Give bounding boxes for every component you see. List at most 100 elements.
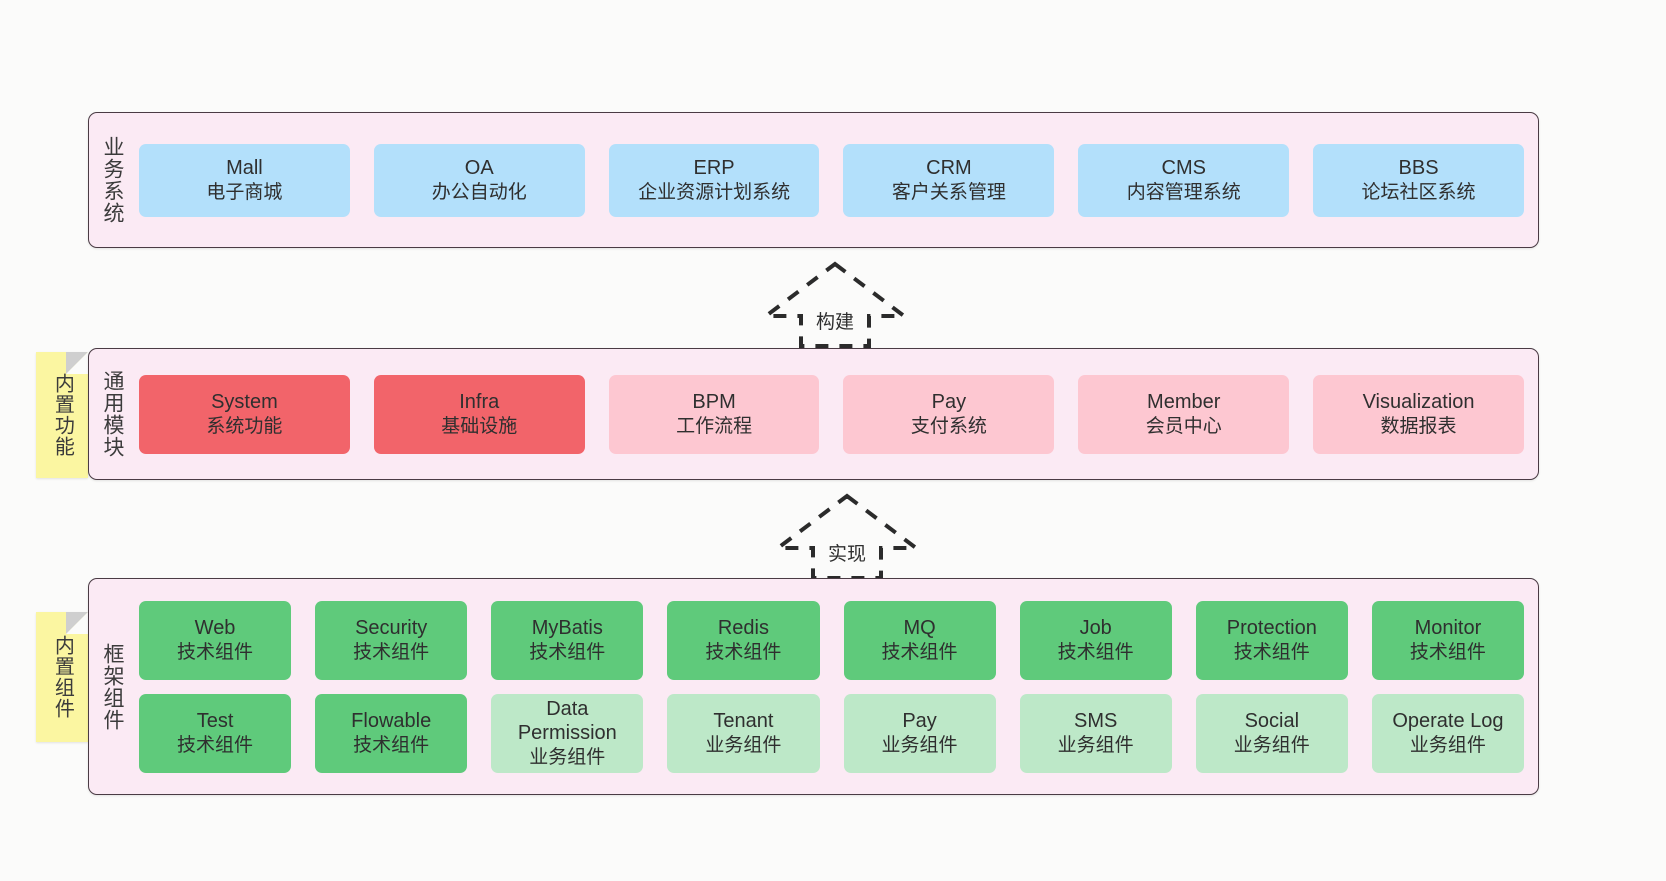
note-builtin-functions: 内置功能: [36, 352, 88, 478]
node-subtitle: 技术组件: [353, 734, 430, 756]
node-subtitle: 电子商城: [206, 181, 283, 203]
node-flowable[interactable]: Flowable 技术组件: [315, 693, 468, 773]
node-job[interactable]: Job 技术组件: [1019, 600, 1172, 680]
node-subtitle: 技术组件: [881, 641, 958, 663]
node-subtitle: 业务组件: [881, 734, 958, 756]
node-subtitle: 工作流程: [676, 415, 753, 437]
node-title: Pay: [931, 391, 967, 414]
node-subtitle: 内容管理系统: [1126, 181, 1241, 203]
node-title: Job: [1079, 617, 1112, 640]
node-web[interactable]: Web 技术组件: [139, 600, 292, 680]
node-subtitle: 技术组件: [1233, 641, 1310, 663]
node-title: BPM: [692, 391, 736, 414]
arrow-outline-icon: [772, 493, 922, 580]
layer-title-common-module: 通用模块: [100, 370, 124, 458]
node-pay-component[interactable]: Pay 业务组件: [843, 693, 996, 773]
note-label: 内置组件: [51, 635, 74, 719]
node-security[interactable]: Security 技术组件: [315, 600, 468, 680]
layer-framework-component: 框架组件 Web 技术组件 Security 技术组件 MyBatis 技术组件…: [88, 578, 1539, 795]
node-title: Flowable: [351, 710, 432, 733]
node-test[interactable]: Test 技术组件: [139, 693, 292, 773]
node-subtitle: 论坛社区系统: [1361, 181, 1476, 203]
layer-title-business-system: 业务系统: [100, 136, 124, 224]
node-subtitle: 基础设施: [441, 415, 518, 437]
node-title: Monitor: [1414, 617, 1482, 640]
node-title: Security: [355, 617, 428, 640]
layer-row: Mall 电子商城 OA 办公自动化 ERP 企业资源计划系统 CRM 客户关系…: [139, 143, 1524, 217]
node-title: CRM: [926, 157, 972, 180]
node-title: SMS: [1074, 710, 1118, 733]
node-subtitle: 业务组件: [1233, 734, 1310, 756]
layer-row: Web 技术组件 Security 技术组件 MyBatis 技术组件 Redi…: [139, 600, 1524, 680]
node-subtitle: 业务组件: [1409, 734, 1486, 756]
node-data-permission[interactable]: Data Permission 业务组件: [491, 693, 644, 773]
node-bbs[interactable]: BBS 论坛社区系统: [1313, 143, 1524, 217]
node-monitor[interactable]: Monitor 技术组件: [1371, 600, 1524, 680]
node-redis[interactable]: Redis 技术组件: [667, 600, 820, 680]
node-social[interactable]: Social 业务组件: [1195, 693, 1348, 773]
arrow-build: 构建: [760, 258, 910, 350]
node-subtitle: 支付系统: [910, 415, 987, 437]
node-subtitle: 办公自动化: [431, 181, 527, 203]
node-title: Redis: [717, 617, 769, 640]
node-subtitle: 业务组件: [529, 746, 606, 768]
node-visualization[interactable]: Visualization 数据报表: [1313, 374, 1524, 454]
layer-title-framework-component: 框架组件: [100, 642, 124, 731]
node-infra[interactable]: Infra 基础设施: [373, 374, 585, 454]
node-title: MyBatis: [531, 617, 603, 640]
arrow-outline-icon: [760, 261, 910, 348]
node-subtitle: 技术组件: [353, 641, 430, 663]
node-system[interactable]: System 系统功能: [139, 374, 350, 454]
layer-body-business-system: Mall 电子商城 OA 办公自动化 ERP 企业资源计划系统 CRM 客户关系…: [135, 113, 1538, 247]
node-subtitle: 系统功能: [206, 415, 283, 437]
node-title: Data Permission: [517, 698, 617, 745]
node-title: CMS: [1161, 157, 1206, 180]
node-title: Visualization: [1362, 391, 1475, 414]
node-subtitle: 技术组件: [1057, 641, 1134, 663]
node-crm[interactable]: CRM 客户关系管理: [843, 143, 1055, 217]
node-pay-module[interactable]: Pay 支付系统: [843, 374, 1055, 454]
node-title: Tenant: [713, 710, 774, 733]
node-title: Test: [196, 710, 234, 733]
node-bpm[interactable]: BPM 工作流程: [608, 374, 820, 454]
node-oa[interactable]: OA 办公自动化: [373, 143, 585, 217]
node-title: Pay: [902, 710, 937, 733]
node-title: Web: [194, 617, 236, 640]
node-subtitle: 数据报表: [1380, 415, 1457, 437]
node-mybatis[interactable]: MyBatis 技术组件: [491, 600, 644, 680]
layer-row: System 系统功能 Infra 基础设施 BPM 工作流程 Pay 支付系统…: [139, 374, 1524, 454]
node-cms[interactable]: CMS 内容管理系统: [1078, 143, 1290, 217]
node-subtitle: 技术组件: [705, 641, 782, 663]
layer-body-framework-component: Web 技术组件 Security 技术组件 MyBatis 技术组件 Redi…: [135, 579, 1538, 794]
node-title: ERP: [693, 157, 735, 180]
node-subtitle: 会员中心: [1145, 415, 1222, 437]
node-operate-log[interactable]: Operate Log 业务组件: [1371, 693, 1524, 773]
node-title: Protection: [1226, 617, 1317, 640]
layer-common-module: 通用模块 System 系统功能 Infra 基础设施 BPM 工作流程 Pay…: [88, 348, 1539, 480]
node-mall[interactable]: Mall 电子商城: [139, 143, 350, 217]
node-member[interactable]: Member 会员中心: [1078, 374, 1290, 454]
node-subtitle: 技术组件: [529, 641, 606, 663]
node-sms[interactable]: SMS 业务组件: [1019, 693, 1172, 773]
node-title: Infra: [459, 391, 500, 414]
node-subtitle: 客户关系管理: [891, 181, 1006, 203]
node-protection[interactable]: Protection 技术组件: [1195, 600, 1348, 680]
node-subtitle: 技术组件: [177, 734, 254, 756]
node-erp[interactable]: ERP 企业资源计划系统: [608, 143, 820, 217]
node-subtitle: 技术组件: [177, 641, 254, 663]
note-builtin-components: 内置组件: [36, 612, 88, 742]
note-label: 内置功能: [51, 373, 74, 457]
node-subtitle: 业务组件: [1057, 734, 1134, 756]
node-title: Mall: [226, 157, 263, 180]
layer-row: Test 技术组件 Flowable 技术组件 Data Permission …: [139, 693, 1524, 773]
node-title: Social: [1244, 710, 1300, 733]
node-title: BBS: [1398, 157, 1439, 180]
node-subtitle: 企业资源计划系统: [638, 181, 791, 203]
node-mq[interactable]: MQ 技术组件: [843, 600, 996, 680]
node-tenant[interactable]: Tenant 业务组件: [667, 693, 820, 773]
node-subtitle: 业务组件: [705, 734, 782, 756]
layer-business-system: 业务系统 Mall 电子商城 OA 办公自动化 ERP 企业资源计划系统 CRM…: [88, 112, 1539, 248]
node-title: OA: [464, 157, 494, 180]
node-subtitle: 技术组件: [1409, 641, 1486, 663]
node-title: Member: [1147, 391, 1221, 414]
